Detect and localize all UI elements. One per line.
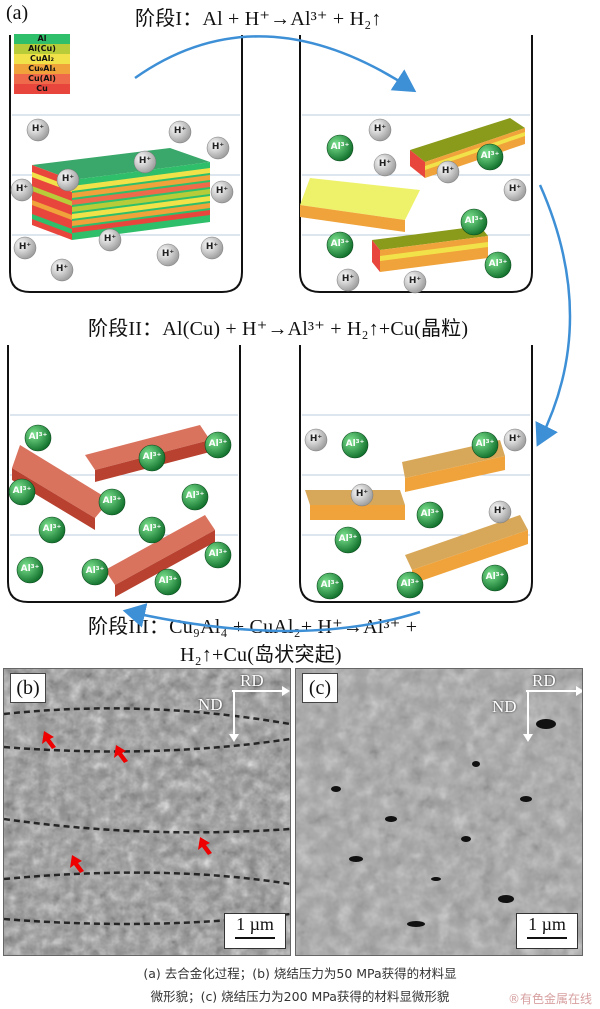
ion-label: H⁺ <box>53 174 83 184</box>
ion-label: H⁺ <box>485 506 515 516</box>
ion-label: Al³⁺ <box>15 564 45 574</box>
ion-label: Al³⁺ <box>340 439 370 449</box>
ion-label: H⁺ <box>203 142 233 152</box>
arrow-stage2 <box>540 185 570 440</box>
ion-label: H⁺ <box>165 126 195 136</box>
ion-label: Al³⁺ <box>203 549 233 559</box>
ion-label: H⁺ <box>370 159 400 169</box>
legend-item: Al(Cu) <box>14 44 70 54</box>
ion-label: H⁺ <box>433 166 463 176</box>
figure-caption-line1: (a) 去合金化过程；(b) 烧结压力为50 MPa获得的材料显 <box>0 963 600 982</box>
legend-item: Al <box>14 34 70 44</box>
ion-label: H⁺ <box>130 156 160 166</box>
ion-label: H⁺ <box>333 274 363 284</box>
ion-label: Al³⁺ <box>475 151 505 161</box>
scale-bar-text: 1 µm <box>517 914 577 935</box>
ion-label: Al³⁺ <box>137 452 167 462</box>
ion-label: Al³⁺ <box>483 259 513 269</box>
ion-label: Al³⁺ <box>203 439 233 449</box>
ion-label: Al³⁺ <box>7 486 37 496</box>
ion-label: H⁺ <box>400 276 430 286</box>
nd-label-b: ND <box>198 695 223 715</box>
ion-label: H⁺ <box>500 184 530 194</box>
ion-label: H⁺ <box>153 249 183 259</box>
ion-label: Al³⁺ <box>395 579 425 589</box>
ion-label: Al³⁺ <box>325 142 355 152</box>
ion-label: Al³⁺ <box>333 534 363 544</box>
ion-label: Al³⁺ <box>180 491 210 501</box>
legend-item: Cu <box>14 84 70 94</box>
ion-label: Al³⁺ <box>80 566 110 576</box>
scale-bar-text: 1 µm <box>225 914 285 935</box>
ion-label: Al³⁺ <box>415 509 445 519</box>
legend-item: Cu(Al) <box>14 74 70 84</box>
ion-label: H⁺ <box>301 434 331 444</box>
axis-arrows-c <box>516 679 583 749</box>
ion-label: Al³⁺ <box>480 572 510 582</box>
ion-label: Al³⁺ <box>153 576 183 586</box>
scale-bar-b: 1 µm <box>224 913 286 949</box>
arrow-stage1 <box>135 36 410 88</box>
ion-label: H⁺ <box>7 184 37 194</box>
ion-label: H⁺ <box>95 234 125 244</box>
ion-label: H⁺ <box>47 264 77 274</box>
layered-block <box>32 148 210 240</box>
watermark: ®有色金属在线 <box>508 990 592 1007</box>
legend-item: Cu₉Al₄ <box>14 64 70 74</box>
panel-b-label: (b) <box>10 673 46 703</box>
ion-label: Al³⁺ <box>315 580 345 590</box>
ion-label: H⁺ <box>207 186 237 196</box>
arrow-stage3 <box>130 612 420 631</box>
ion-label: H⁺ <box>347 489 377 499</box>
ion-label: H⁺ <box>365 124 395 134</box>
legend-labels: Al Al(Cu) CuAl₂ Cu₉Al₄ Cu(Al) Cu <box>14 34 70 94</box>
ion-label: Al³⁺ <box>470 439 500 449</box>
scale-bar-c: 1 µm <box>516 913 578 949</box>
ion-label: H⁺ <box>23 124 53 134</box>
sem-image-c: (c) RD ND 1 µm <box>295 668 583 956</box>
ion-label: H⁺ <box>197 242 227 252</box>
ion-label: Al³⁺ <box>459 216 489 226</box>
dealloying-schematic: (a) 阶段I：Al + H⁺→Al³⁺ + H₂↑ 阶段II：Al(Cu) +… <box>0 0 600 665</box>
ion-label: Al³⁺ <box>97 496 127 506</box>
legend-item: CuAl₂ <box>14 54 70 64</box>
sem-image-b: (b) RD ND 1 µm <box>3 668 291 956</box>
ion-label: Al³⁺ <box>325 239 355 249</box>
axis-arrows-b <box>222 679 291 749</box>
ion-label: Al³⁺ <box>37 524 67 534</box>
ion-label: Al³⁺ <box>23 432 53 442</box>
ion-label: H⁺ <box>10 242 40 252</box>
ion-label: Al³⁺ <box>137 524 167 534</box>
panel-c-label: (c) <box>302 673 338 703</box>
ion-label: H⁺ <box>500 434 530 444</box>
nd-label-c: ND <box>492 697 517 717</box>
